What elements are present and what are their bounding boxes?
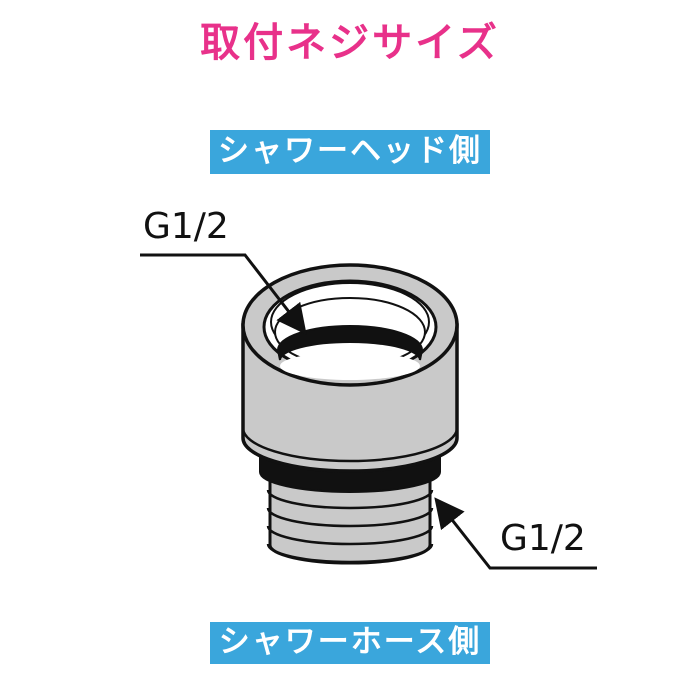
- leader-line-top: [140, 253, 307, 335]
- shower-head-side-badge: シャワーヘッド側: [210, 130, 490, 174]
- shower-head-side-label: シャワーヘッド側: [218, 133, 482, 169]
- thread-ring-4: [266, 543, 434, 564]
- thread-ring-3: [266, 525, 434, 546]
- thread-size-label-top: G1/2: [143, 206, 229, 247]
- inner-bore: [280, 352, 420, 380]
- cylinder-bottom-edge: [241, 427, 459, 463]
- inner-black-o-ring: [276, 325, 424, 361]
- adapter-cylinder: [241, 263, 459, 473]
- shower-hose-side-badge: シャワーホース側: [210, 622, 490, 664]
- thread-ring-2: [266, 507, 434, 528]
- thread-size-label-bottom: G1/2: [500, 518, 586, 559]
- page-title: 取付ネジサイズ: [200, 20, 500, 66]
- threaded-nipple: [266, 468, 434, 565]
- thread-ring-1: [266, 489, 434, 510]
- leader-line-bottom: [434, 497, 597, 570]
- shower-hose-side-label: シャワーホース側: [218, 624, 482, 660]
